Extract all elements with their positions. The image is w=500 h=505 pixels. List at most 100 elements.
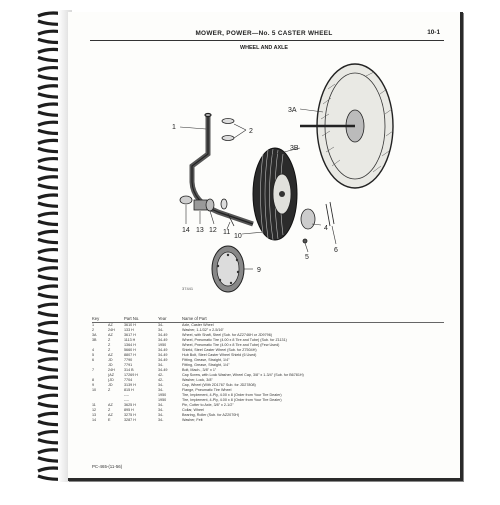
col-year: Year [158, 316, 182, 323]
table-cell: 5660 H [124, 348, 136, 352]
table-cell: 34-49 [158, 353, 168, 357]
table-cell: 17269 H [124, 373, 138, 377]
table-cell: 34-49 [158, 338, 168, 342]
callout-4: 4 [324, 225, 328, 232]
table-cell: Tire, Implement, 4-Ply, 4.00 x 8 (Order … [182, 398, 282, 402]
wheel-cap-illustration [211, 245, 245, 293]
table-cell: Bolt, Mach., 3/8" x 1" [182, 368, 217, 372]
table-cell: 42- [158, 373, 164, 377]
table-cell: 3617 H [124, 333, 136, 337]
table-cell: 7 [92, 368, 95, 372]
table-cell: AZ [108, 333, 113, 337]
table-cell: (JD [108, 378, 114, 382]
callout-13: 13 [196, 227, 204, 234]
table-cell: 42- [158, 378, 164, 382]
table-cell: 12 [92, 408, 97, 412]
table-cell: 3287 H [124, 418, 136, 422]
page-number: 10-1 [427, 29, 440, 36]
table-row: ---- 1950 Tire, Implement, 4-Ply, 4.00 x 8… [92, 393, 444, 398]
table-cell: 10 [92, 388, 97, 392]
steel-wheel-illustration [300, 63, 394, 189]
exploded-parts-diagram: 1 2 3A 3B 4 5 6 9 10 11 12 13 14 37441 [172, 63, 394, 293]
catalog-page: MOWER, POWER—No. 5 CASTER WHEEL 10-1 WHE… [68, 12, 463, 481]
parts-table-header: Key Part No. Year Name of Part [92, 316, 444, 323]
pneumatic-tire-illustration [252, 147, 298, 241]
table-cell: 34- [158, 403, 164, 407]
header-rule [90, 40, 444, 41]
table-cell: Bearing, Roller (Sub. for AZ2070H) [182, 413, 240, 417]
callout-9: 9 [257, 267, 261, 274]
col-key: Key [92, 316, 108, 323]
table-cell: 7704 [124, 378, 133, 382]
table-cell: 895 H [124, 408, 134, 412]
table-cell: Washer, Felt [182, 418, 203, 422]
washer-illustration [221, 118, 235, 141]
table-cell: 8807 H [124, 353, 136, 357]
table-cell: Washer, Lock, 3/8" [182, 378, 213, 382]
callout-3a: 3A [288, 107, 297, 114]
table-cell: 34-49 [158, 333, 168, 337]
table-cell: 13 [92, 413, 97, 417]
table-cell: 11 [92, 403, 96, 407]
col-part-no: Part No. [124, 316, 158, 323]
table-cell: 3B [92, 338, 97, 342]
callout-11: 11 [223, 229, 230, 236]
table-cell: Washer, 1-1/32" x 2-5/16" [182, 328, 224, 332]
callout-5: 5 [305, 254, 309, 261]
table-cell: ---- [124, 393, 129, 397]
table-cell: 3139 H [124, 383, 136, 387]
table-cell: 2 [92, 328, 95, 332]
table-cell: 4 [92, 348, 95, 352]
table-cell: Cap Screw, with Lock Washer, Wheel Cap, … [182, 373, 304, 377]
table-cell: 1950 [158, 393, 167, 397]
table-cell: 1950 [158, 343, 167, 347]
table-cell: ---- [124, 398, 129, 402]
caster-axle-illustration [189, 112, 254, 227]
table-cell: 3625 H [124, 403, 136, 407]
table-cell: 34- [158, 363, 164, 367]
bearing-collar-illustration [179, 195, 235, 227]
diagram-small-label: 37441 [182, 286, 194, 291]
table-cell: Z [108, 338, 111, 342]
table-cell: (AZ [108, 373, 114, 377]
table-cell: Z [108, 348, 111, 352]
table-cell: AZ [108, 353, 113, 357]
table-cell: JD [108, 383, 113, 387]
table-cell: Tire, Implement, 4-Ply, 4.00 x 8 (Order … [182, 393, 282, 397]
table-cell: Fitting, Grease, Straight, 1/4" [182, 363, 230, 367]
callout-14: 14 [182, 227, 190, 234]
table-cell: 24H [108, 328, 115, 332]
table-cell: Wheel, Pneumatic Tire (4.00 x 8 Tire and… [182, 338, 287, 342]
callout-10: 10 [234, 233, 242, 240]
table-cell: JD [108, 363, 113, 367]
table-cell: 34-49 [158, 348, 168, 352]
col-prefix [108, 316, 124, 323]
table-cell: 34- [158, 323, 164, 327]
table-cell: 1113 H [124, 338, 136, 342]
table-cell: Axle, Caster Wheel [182, 323, 214, 327]
shield-bolts-illustration [300, 201, 335, 244]
table-cell: Z [108, 343, 111, 347]
table-cell: Cap, Wheel (With 2D1767 Sub. for JD27808… [182, 383, 256, 387]
callout-6: 6 [334, 247, 338, 254]
table-cell: 5 [92, 353, 95, 357]
table-cell: 34-49 [158, 368, 168, 372]
table-cell: 3275 H [124, 413, 136, 417]
table-cell: 815 H [124, 388, 134, 392]
section-title: WHEEL AND AXLE [239, 45, 289, 51]
